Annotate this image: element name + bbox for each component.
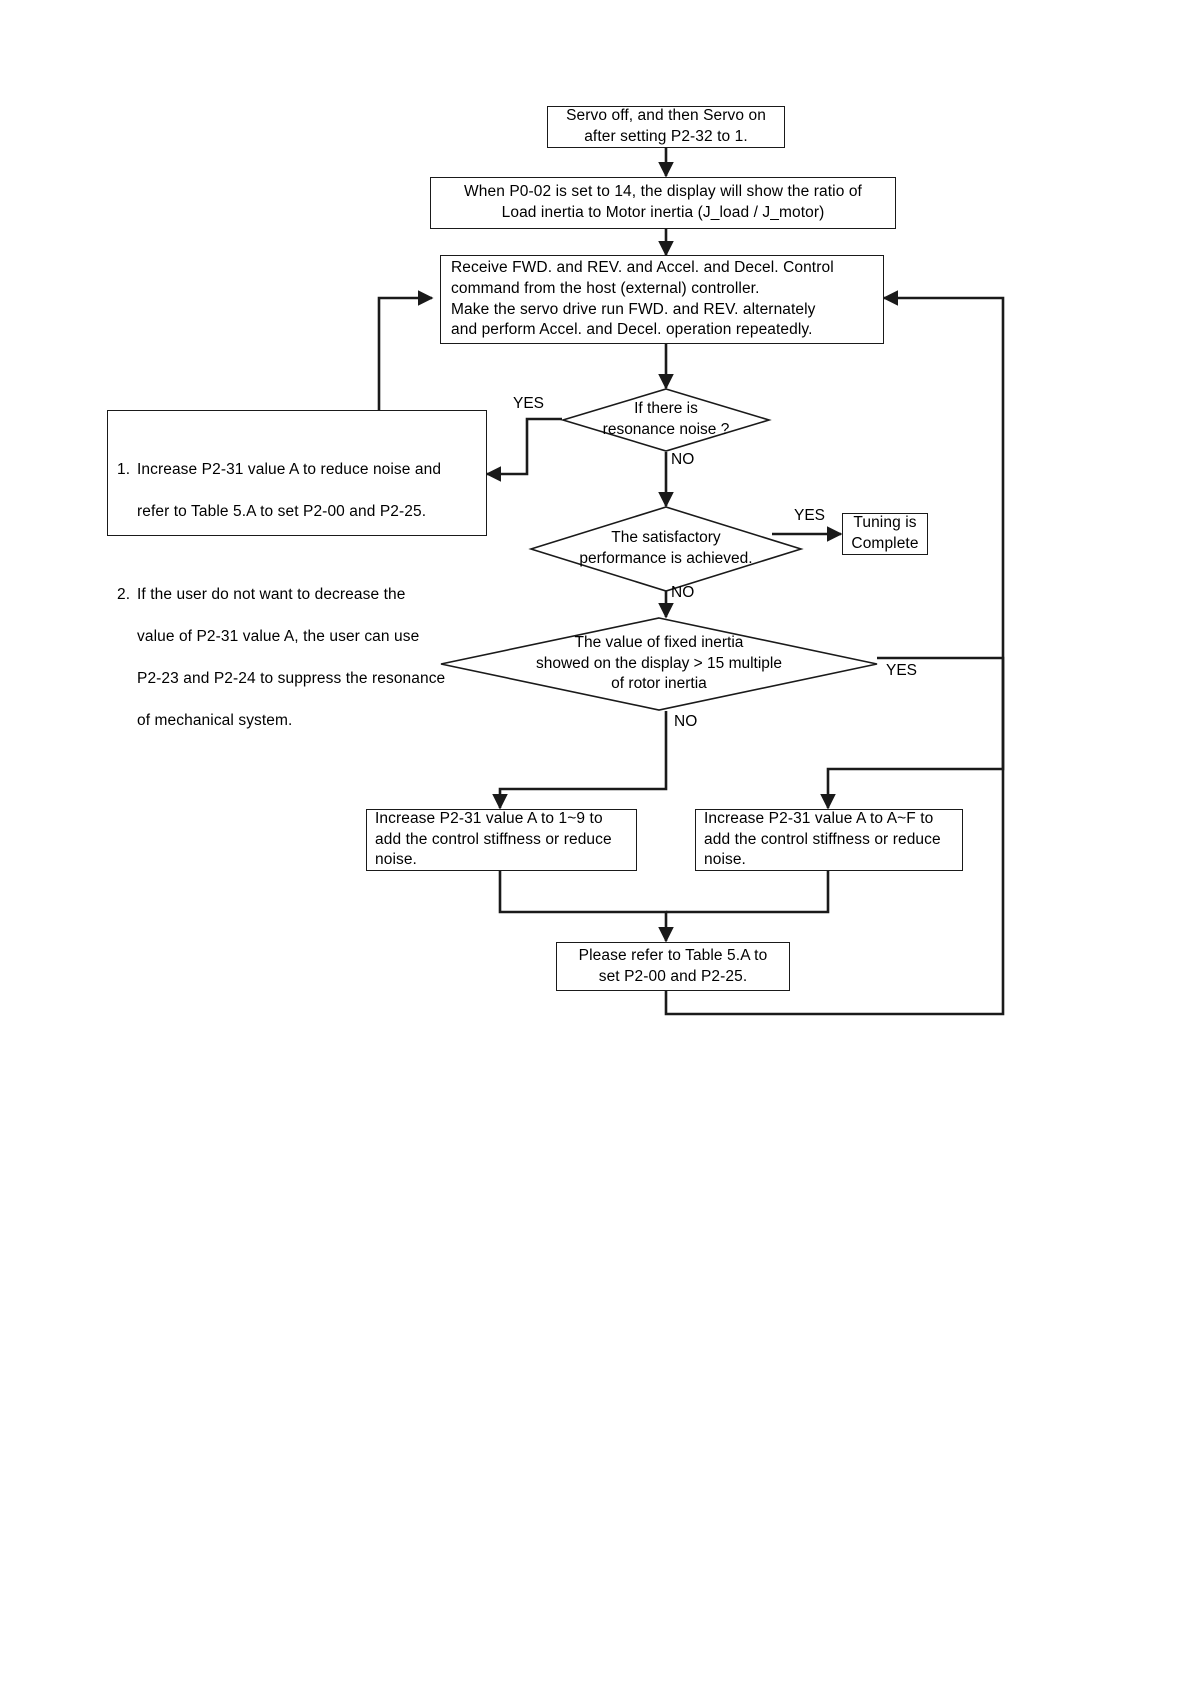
list-item: 1. Increase P2-31 value A to reduce nois…	[117, 439, 476, 544]
node-increase-high[interactable]: Increase P2-31 value A to A~F to add the…	[695, 809, 963, 871]
list-item-indent	[117, 669, 137, 690]
node-start-label: Servo off, and then Servo on after setti…	[566, 107, 766, 145]
list-item-indent	[117, 627, 137, 648]
edge-label-performance-yes: YES	[794, 507, 826, 524]
node-tuning-complete-label: Tuning is Complete	[851, 514, 919, 552]
node-performance-decision-label: The satisfactory performance is achieved…	[579, 529, 753, 567]
performance-diamond-shape	[528, 506, 804, 592]
node-inertia-decision[interactable]: The value of fixed inertia showed on the…	[440, 617, 878, 711]
node-performance-decision[interactable]: The satisfactory performance is achieved…	[528, 506, 804, 592]
node-display-ratio-label: When P0-02 is set to 14, the display wil…	[464, 183, 862, 221]
edge-high-to-join	[666, 871, 830, 914]
node-resonance-action[interactable]: 1. Increase P2-31 value A to reduce nois…	[107, 410, 487, 729]
node-start[interactable]: Servo off, and then Servo on after setti…	[547, 106, 785, 148]
node-inertia-decision-label: The value of fixed inertia showed on the…	[535, 633, 782, 693]
list-item-number: 1.	[117, 460, 131, 478]
node-refer-table[interactable]: Please refer to Table 5.A to set P2-00 a…	[556, 942, 790, 991]
edge-label-inertia-yes: YES	[886, 662, 918, 679]
list-item-text: If the user do not want to decrease the	[137, 586, 406, 604]
node-increase-low-label: Increase P2-31 value A to 1~9 to add the…	[375, 809, 612, 869]
node-increase-high-label: Increase P2-31 value A to A~F to add the…	[704, 809, 941, 869]
edge-label-performance-no: NO	[671, 584, 695, 601]
list-item-text: Increase P2-31 value A to reduce noise a…	[137, 460, 442, 478]
edge-action-to-receive	[377, 290, 434, 410]
edge-label-resonance-yes: YES	[513, 395, 545, 412]
list-item-text: P2-23 and P2-24 to suppress the resonanc…	[137, 670, 446, 688]
node-increase-low[interactable]: Increase P2-31 value A to 1~9 to add the…	[366, 809, 637, 871]
edge-resonance-yes	[485, 417, 562, 482]
inertia-diamond-shape	[440, 617, 878, 711]
list-item-text: value of P2-31 value A, the user can use	[137, 628, 420, 646]
resonance-diamond-shape	[560, 388, 772, 452]
node-receive-command[interactable]: Receive FWD. and REV. and Accel. and Dec…	[440, 255, 884, 344]
node-receive-command-label: Receive FWD. and REV. and Accel. and Dec…	[451, 258, 834, 339]
node-refer-table-label: Please refer to Table 5.A to set P2-00 a…	[578, 946, 768, 985]
node-resonance-decision[interactable]: If there is resonance noise ?	[560, 388, 772, 452]
node-tuning-complete[interactable]: Tuning is Complete	[842, 513, 928, 555]
edge-low-to-refer	[498, 871, 674, 943]
edge-inertia-no	[492, 711, 668, 810]
list-item-indent	[117, 502, 137, 523]
node-display-ratio[interactable]: When P0-02 is set to 14, the display wil…	[430, 177, 896, 229]
edge-label-resonance-no: NO	[671, 451, 695, 468]
edge-label-inertia-no: NO	[674, 713, 698, 730]
list-item: 2. If the user do not want to decrease t…	[117, 564, 476, 752]
list-item-text: of mechanical system.	[137, 711, 293, 729]
list-item-text: refer to Table 5.A to set P2-00 and P2-2…	[137, 502, 427, 520]
list-item-number: 2.	[117, 586, 131, 604]
node-resonance-decision-label: If there is resonance noise ?	[602, 400, 730, 438]
list-item-indent	[117, 711, 137, 732]
